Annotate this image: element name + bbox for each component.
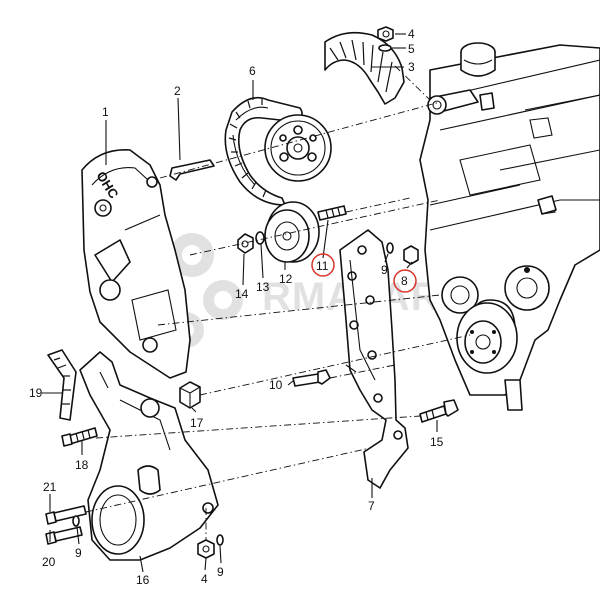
part-1-front-timing-cover: OHC	[81, 149, 191, 379]
part-10-bolt	[292, 369, 331, 387]
callout-6: 6	[249, 64, 256, 78]
part-4-nut-top	[377, 26, 394, 42]
part-5-washer-top	[378, 44, 392, 52]
leader-lines	[42, 33, 438, 573]
callout-2: 2	[174, 84, 181, 98]
callout-7: 7	[368, 499, 375, 513]
part-20-bolt	[45, 526, 83, 545]
callout-17: 17	[190, 416, 204, 430]
part-12-tension-pulley	[264, 201, 320, 263]
camshaft-sprocket	[264, 114, 332, 182]
callout-20: 20	[42, 555, 56, 569]
part-9-washer-lower	[72, 515, 80, 527]
highlight-ring-11	[311, 253, 335, 277]
part-16-lower-cover	[79, 351, 219, 561]
part-6-timing-belt	[224, 96, 303, 206]
callout-9-lower: 9	[75, 546, 82, 560]
part-7-bracket	[339, 229, 409, 489]
part-11-stud	[317, 205, 347, 221]
part-15-bolt	[419, 399, 459, 423]
part-17-bolt	[179, 381, 201, 409]
callout-21: 21	[43, 480, 57, 494]
callout-9-bottom: 9	[217, 565, 224, 579]
part-2-clip	[169, 159, 215, 181]
callout-14: 14	[235, 287, 249, 301]
callout-8: 8	[401, 274, 408, 288]
part-9-washer-bottom	[216, 534, 224, 546]
callout-3: 3	[408, 60, 415, 74]
callout-18: 18	[75, 458, 89, 472]
callout-15: 15	[430, 435, 444, 449]
highlight-ring-8	[393, 269, 417, 293]
part-3-rear-cover	[324, 31, 405, 105]
callout-10: 10	[269, 378, 283, 392]
part-4-nut-lower	[197, 539, 215, 559]
engine-block	[419, 42, 600, 411]
callout-5: 5	[408, 42, 415, 56]
part-8-bolt	[403, 245, 419, 265]
callout-19: 19	[29, 386, 43, 400]
callout-1: 1	[102, 105, 109, 119]
callout-13: 13	[256, 280, 270, 294]
assembly-axes	[85, 65, 471, 540]
callout-12: 12	[279, 272, 293, 286]
part-9-washer-mid	[386, 242, 394, 254]
part-14-nut	[237, 233, 254, 254]
part-19-strap	[47, 349, 77, 421]
callout-9-mid: 9	[381, 263, 388, 277]
callout-4-top: 4	[408, 27, 415, 41]
highlight-rings	[311, 253, 417, 293]
callout-11: 11	[316, 259, 329, 273]
part-21-bolt	[45, 505, 87, 525]
part-18-bolt	[61, 427, 98, 447]
callout-16: 16	[136, 573, 150, 587]
callout-4-lower: 4	[201, 572, 208, 586]
callout-labels: 1 2 3 4 5 6 7 8 9 10 11 12 13 14 15 16 1…	[29, 27, 444, 587]
part-13-washer	[255, 231, 265, 245]
